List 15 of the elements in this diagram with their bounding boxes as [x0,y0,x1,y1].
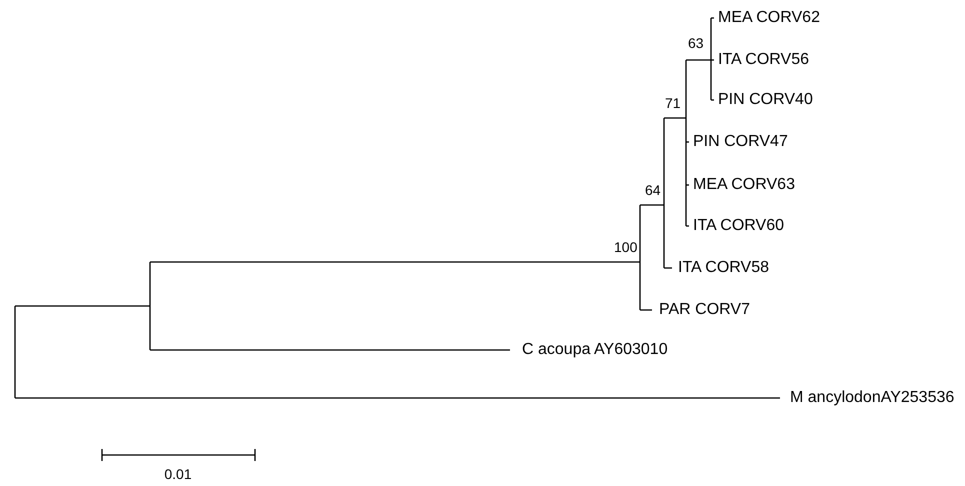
bootstrap-value: 71 [665,96,681,110]
taxon-label: PAR CORV7 [659,302,750,318]
taxon-label: C acoupa AY603010 [522,342,668,358]
bootstrap-value: 64 [645,183,661,197]
bootstrap-value: 63 [688,36,704,50]
taxon-label: M ancylodonAY253536 [790,390,954,406]
taxon-label: MEA CORV63 [693,177,795,193]
scale-label: 0.01 [164,467,192,481]
taxon-label: PIN CORV47 [693,134,788,150]
taxon-label: ITA CORV60 [693,218,784,234]
bootstrap-value: 100 [614,240,638,254]
taxon-label: ITA CORV58 [678,260,769,276]
taxon-label: MEA CORV62 [718,10,820,26]
taxon-label: ITA CORV56 [718,52,809,68]
taxon-label: PIN CORV40 [718,92,813,108]
